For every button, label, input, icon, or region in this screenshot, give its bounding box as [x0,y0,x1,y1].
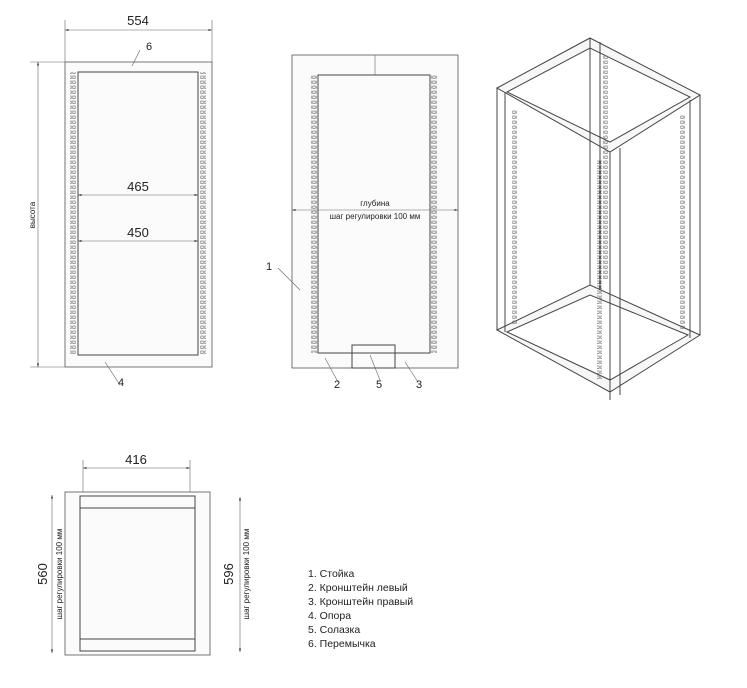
isometric-view [495,37,702,400]
callout-3: 3 [416,379,422,391]
depth-label: глубина [360,199,390,208]
top-left-step-label: шаг регулировки 100 мм [55,529,64,620]
legend-item: 2. Кронштейн левый [308,582,408,594]
callout-4: 4 [118,377,124,389]
front-width-dim: 554 [127,13,149,28]
legend-item: 1. Стойка [308,568,355,580]
legend-item: 5. Солазка [308,624,361,636]
top-right-step-label: шаг регулировки 100 мм [242,529,251,620]
parts-legend: 1. Стойка 2. Кронштейн левый 3. Кронштей… [308,567,413,651]
callout-5: 5 [376,379,382,391]
legend-item: 6. Перемычка [308,638,376,650]
front-inner-dim-1: 465 [127,179,149,194]
callout-1: 1 [266,261,272,273]
top-view: 416 560 шаг регулировки 100 мм 596 шаг р… [35,452,251,656]
legend-item: 4. Опора [308,610,352,622]
callout-6: 6 [146,41,152,53]
front-view: 554 465 450 высота 6 4 [28,13,213,389]
side-view: глубина шаг регулировки 100 мм 1 2 5 3 [266,54,459,391]
height-label: высота [28,201,37,228]
top-left-dim: 560 [35,563,50,585]
depth-step-label: шаг регулировки 100 мм [330,212,421,221]
front-inner-dim-2: 450 [127,225,149,240]
top-width-dim: 416 [125,452,147,467]
legend-item: 3. Кронштейн правый [308,596,414,608]
top-right-dim: 596 [221,563,236,585]
callout-2: 2 [334,379,340,391]
